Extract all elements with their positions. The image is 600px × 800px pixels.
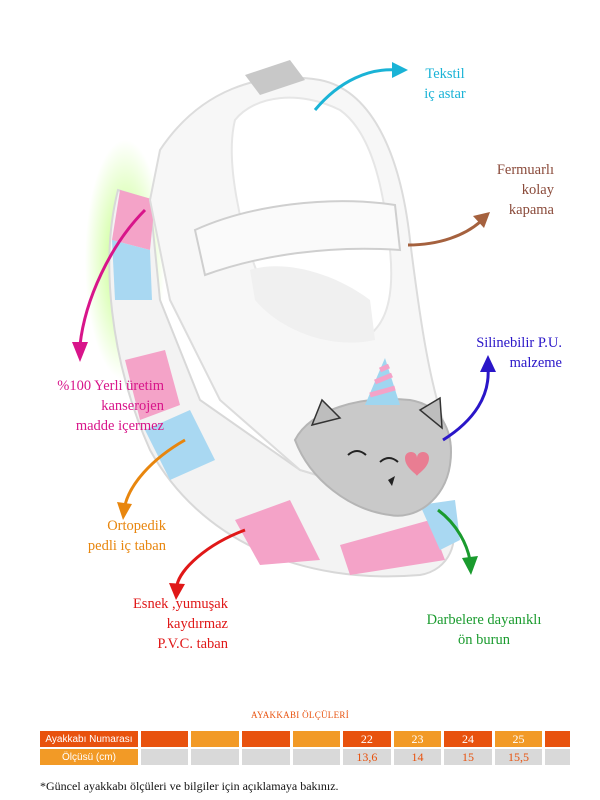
size-chart-title: AYAKKABI ÖLÇÜLERİ xyxy=(250,710,350,720)
size-chart-table: Ayakkabı Numarası 22 23 24 25 Ölçüsü (cm… xyxy=(40,731,571,767)
callout-tekstil: Tekstil iç astar xyxy=(400,64,490,104)
callout-tekstil-line-1: Tekstil xyxy=(425,66,465,82)
cat-eye-right xyxy=(379,457,399,463)
shoe-illustration xyxy=(72,60,496,600)
arrow-fermuar xyxy=(407,220,481,247)
callout-fermuar-line-2: kolay xyxy=(521,182,554,198)
size-cell-empty xyxy=(140,731,189,747)
sole-block-pink-2 xyxy=(125,350,180,420)
callout-silinebilir-line-1: Silinebilir P.U. xyxy=(476,335,562,351)
arrow-ortopedik xyxy=(123,438,186,506)
arrow-silinebilir xyxy=(442,367,490,442)
size-cell: 25 xyxy=(494,731,543,747)
callout-fermuar: Fermuarlı kolay kapama xyxy=(470,160,554,220)
callout-esnek-line-2: kaydırmaz xyxy=(166,616,228,632)
size-cell-empty xyxy=(545,731,571,747)
size-row: Ayakkabı Numarası 22 23 24 25 xyxy=(40,731,571,747)
velcro-strap xyxy=(193,200,402,277)
cat-eye-left xyxy=(347,450,367,456)
length-cell-empty xyxy=(242,749,290,765)
sole-block-blue-2 xyxy=(145,410,215,480)
footnote: *Güncel ayakkabı ölçüleri ve bilgiler iç… xyxy=(40,779,339,793)
size-cell-empty xyxy=(292,731,341,747)
arrow-yerli-head xyxy=(72,342,88,362)
cat-ear-left xyxy=(310,398,342,427)
callout-fermuar-line-1: Fermuarlı xyxy=(496,162,554,178)
size-cell-empty xyxy=(191,731,240,747)
length-cell-empty xyxy=(191,749,240,765)
sole-block-blue-1 xyxy=(112,240,152,300)
unicorn-horn-stripes xyxy=(369,363,396,398)
callout-yerli: %100 Yerli üretim kanserojen madde içerm… xyxy=(24,376,164,436)
cat-face-toecap xyxy=(293,398,452,517)
sole-block-pink-3 xyxy=(235,500,320,565)
callout-fermuar-line-3: kapama xyxy=(508,202,554,218)
callout-esnek: Esnek ,yumuşak kaydırmaz P.V.C. taban xyxy=(84,594,228,654)
cat-heart xyxy=(405,452,429,476)
callout-ortopedik: Ortopedik pedli iç taban xyxy=(58,516,166,556)
sole-block-blue-3 xyxy=(420,500,460,550)
arrow-esnek xyxy=(175,528,246,586)
arrow-tekstil xyxy=(313,68,398,111)
callout-ortopedik-line-1: Ortopedik xyxy=(107,518,166,534)
size-row-label: Ayakkabı Numarası xyxy=(40,731,138,747)
length-cell: 15 xyxy=(444,749,492,765)
callout-esnek-line-1: Esnek ,yumuşak xyxy=(132,596,228,612)
sole-block-pink-4 xyxy=(340,520,445,575)
arrow-silinebilir-head xyxy=(480,355,496,372)
length-row: Ölçüsü (cm) 13,6 14 15 15,5 xyxy=(40,749,571,765)
length-cell-empty xyxy=(140,749,189,765)
size-cell: 24 xyxy=(444,731,492,747)
length-cell-empty xyxy=(292,749,341,765)
cat-ear-right xyxy=(418,396,443,430)
callout-yerli-line-2: kanserojen xyxy=(101,398,164,414)
callout-esnek-line-3: P.V.C. taban xyxy=(157,636,228,652)
callout-yerli-line-3: madde içermez xyxy=(75,418,164,434)
callout-tekstil-line-2: iç astar xyxy=(424,86,466,102)
heel-tab xyxy=(245,60,305,95)
size-cell: 23 xyxy=(393,731,442,747)
callout-darbe: Darbelere dayanıklı ön burun xyxy=(404,610,564,650)
callout-darbe-line-2: ön burun xyxy=(458,632,510,648)
length-cell: 15,5 xyxy=(494,749,543,765)
length-cell: 14 xyxy=(393,749,442,765)
callout-yerli-line-1: %100 Yerli üretim xyxy=(57,378,164,394)
length-row-label: Ölçüsü (cm) xyxy=(40,749,138,765)
arrow-yerli xyxy=(78,208,147,346)
arrow-fermuar-head xyxy=(473,212,490,228)
arrow-darbe xyxy=(437,508,472,561)
arrow-tekstil-head xyxy=(392,62,408,78)
insole xyxy=(250,266,375,343)
callout-silinebilir-line-2: malzeme xyxy=(509,355,562,371)
size-cell-empty xyxy=(242,731,290,747)
size-cell: 22 xyxy=(343,731,391,747)
arrow-ortopedik-head xyxy=(117,502,132,520)
callout-darbe-line-1: Darbelere dayanıklı xyxy=(426,612,542,628)
callout-ortopedik-line-2: pedli iç taban xyxy=(87,538,166,554)
arrow-darbe-head xyxy=(462,556,478,575)
arrow-esnek-head xyxy=(169,583,185,600)
length-cell-empty xyxy=(545,749,571,765)
cat-nose xyxy=(388,476,395,486)
length-cell: 13,6 xyxy=(343,749,391,765)
callout-silinebilir: Silinebilir P.U. malzeme xyxy=(462,333,562,373)
